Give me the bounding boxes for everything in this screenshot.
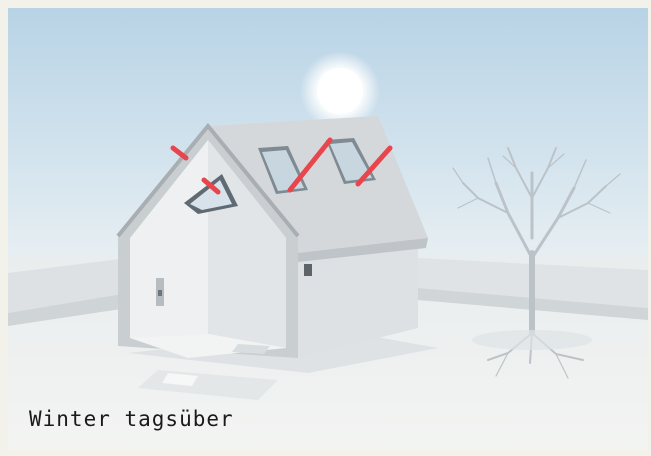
tree-shadow xyxy=(472,330,592,350)
caption-label: Winter tagsüber xyxy=(29,407,234,431)
scene-graphic xyxy=(8,8,648,450)
winter-day-scene xyxy=(8,8,648,450)
